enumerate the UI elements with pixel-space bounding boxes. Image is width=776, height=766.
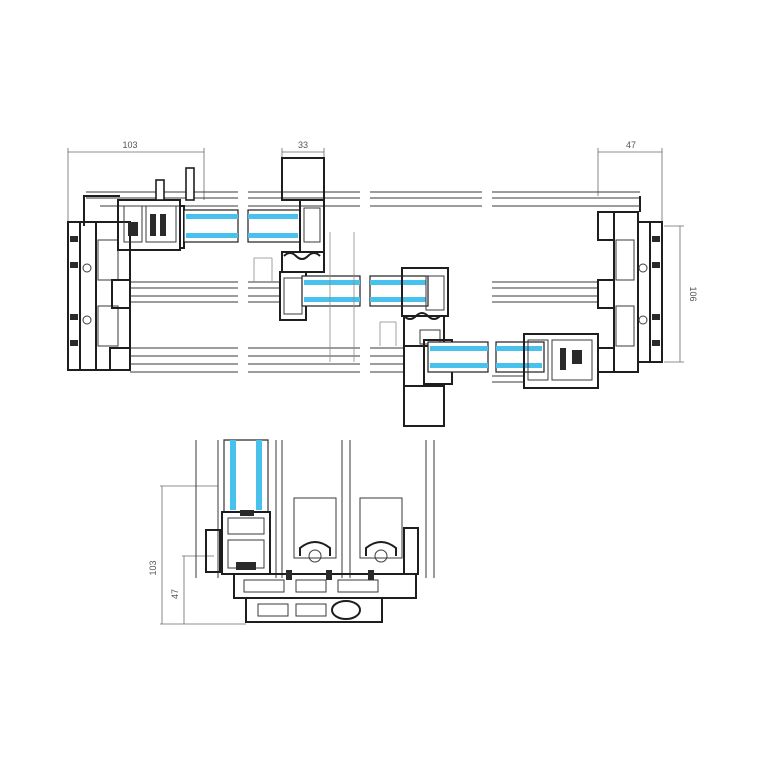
- dimension-label-106: 106: [688, 286, 698, 301]
- vertical-section: 103 47: [148, 439, 435, 625]
- right-sash-profile: [423, 333, 615, 389]
- track-lines: [253, 232, 397, 362]
- glass-layer-right-outer: [430, 346, 488, 351]
- glass-layer-middle-inner: [304, 297, 360, 302]
- sliding-sash-profiles: [205, 497, 419, 575]
- dimension-top-right: 47: [597, 140, 663, 222]
- dimension-label-47-top: 47: [626, 140, 636, 150]
- right-frame-profile: [597, 211, 663, 373]
- plan-section: 103 33 47 106: [67, 140, 698, 427]
- glass-pane-1: [183, 209, 301, 243]
- dimension-section-103: 103: [148, 485, 246, 625]
- bottom-track: [233, 570, 417, 623]
- dimension-section-47: 47: [170, 555, 214, 624]
- dimension-label-33: 33: [298, 140, 308, 150]
- center-interlock-top: [281, 157, 325, 273]
- glass-layer-inner: [186, 233, 238, 238]
- glass-layer-outer: [186, 214, 238, 219]
- dimension-label-47-section: 47: [170, 589, 180, 599]
- dimension-label-103-top: 103: [122, 140, 137, 150]
- glass-layer-middle-outer: [304, 280, 360, 285]
- dimension-label-103-section: 103: [148, 560, 158, 575]
- glass-layer-vertical-right: [256, 440, 262, 510]
- vertical-guide-lines: [195, 440, 435, 578]
- left-sash-profile: [117, 167, 195, 251]
- middle-sash-profile: [279, 267, 449, 321]
- glass-layer-right-inner: [430, 363, 488, 368]
- dimension-top-left: 103: [67, 140, 205, 232]
- left-frame-profile: [67, 221, 131, 371]
- sash-bottom-profile: [221, 510, 271, 575]
- glass-layer-vertical-left: [230, 440, 236, 510]
- outer-frame-top-band: [83, 191, 641, 226]
- dimension-right-vertical: 106: [664, 225, 698, 363]
- horizontal-rails: [100, 205, 640, 383]
- vertical-glass-unit: [223, 439, 269, 513]
